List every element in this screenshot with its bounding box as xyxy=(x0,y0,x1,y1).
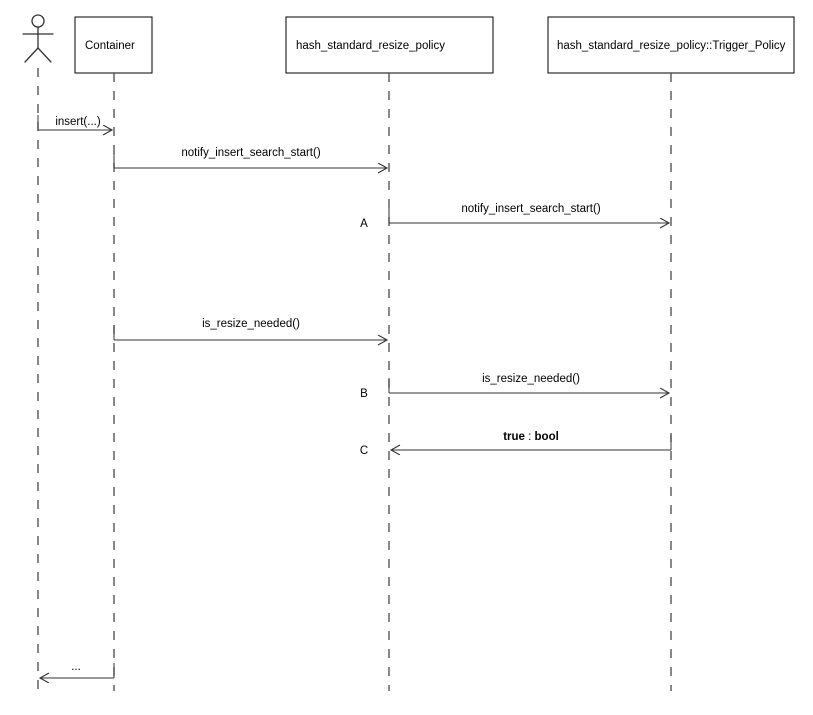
participant-label-policy: hash_standard_resize_policy xyxy=(296,40,445,52)
message-label-return: true : bool xyxy=(503,431,559,443)
participant-box-trigger[interactable] xyxy=(547,16,795,74)
message-label-notify-1: notify_insert_search_start() xyxy=(181,147,321,159)
participant-box-container[interactable] xyxy=(74,16,153,74)
message-point-label-c: C xyxy=(360,445,368,457)
message-label-resize-2: is_resize_needed() xyxy=(482,373,580,385)
message-is-resize-needed-2[interactable]: is_resize_needed() B xyxy=(360,373,669,400)
message-label-return-value: true xyxy=(503,431,525,443)
participant-box-policy[interactable] xyxy=(285,16,494,74)
message-point-label-a: A xyxy=(360,218,368,230)
message-insert[interactable]: insert(...) xyxy=(37,115,112,130)
message-notify-insert-search-start-1[interactable]: notify_insert_search_start() xyxy=(113,147,387,168)
message-label-ellipsis: ... xyxy=(71,661,81,673)
actor-stick-figure-icon xyxy=(22,14,54,63)
participant-label-container: Container xyxy=(85,40,135,52)
message-label-return-sep: : xyxy=(525,431,535,443)
message-label-return-type: bool xyxy=(535,431,559,443)
message-is-resize-needed-1[interactable]: is_resize_needed() xyxy=(113,318,387,340)
message-label-notify-2: notify_insert_search_start() xyxy=(461,203,601,215)
message-label-resize-1: is_resize_needed() xyxy=(202,318,300,330)
message-notify-insert-search-start-2[interactable]: notify_insert_search_start() A xyxy=(360,203,669,230)
participant-label-trigger: hash_standard_resize_policy::Trigger_Pol… xyxy=(557,40,786,52)
message-point-label-b: B xyxy=(360,388,368,400)
message-label-insert: insert(...) xyxy=(55,116,101,128)
message-return-true-bool[interactable]: true : bool C xyxy=(360,431,672,457)
message-return-ellipsis[interactable]: ... xyxy=(40,661,115,678)
